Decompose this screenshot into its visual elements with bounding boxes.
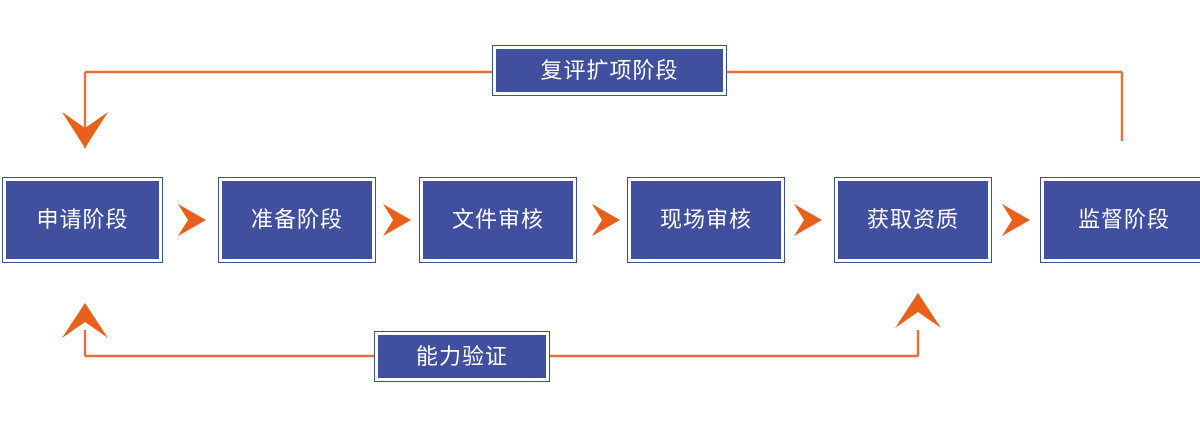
chevron-right-icon-3 xyxy=(592,204,620,236)
feedback-box-reassessment-label: 复评扩项阶段 xyxy=(540,57,679,83)
feedback-box-capability-verification-label: 能力验证 xyxy=(415,343,508,369)
arrow-up-icon-right xyxy=(895,293,941,328)
chevron-right-icon-4 xyxy=(794,204,822,236)
process-step-onsite-audit-label: 现场审核 xyxy=(659,207,752,232)
process-step-supervision-fill: 监督阶段 xyxy=(1044,181,1200,259)
process-step-document-review[interactable]: 文件审核 xyxy=(419,177,577,263)
process-step-supervision[interactable]: 监督阶段 xyxy=(1040,177,1200,263)
process-step-preparation-label: 准备阶段 xyxy=(250,207,343,232)
arrow-up-icon-left xyxy=(62,303,108,338)
process-step-onsite-audit-fill: 现场审核 xyxy=(631,181,781,259)
feedback-box-capability-verification[interactable]: 能力验证 xyxy=(374,331,550,382)
process-step-qualification-fill: 获取资质 xyxy=(838,181,988,259)
arrow-down-icon xyxy=(62,112,108,148)
feedback-box-capability-verification-fill: 能力验证 xyxy=(378,335,546,378)
feedback-box-reassessment-fill: 复评扩项阶段 xyxy=(496,49,723,92)
process-step-preparation-fill: 准备阶段 xyxy=(222,181,372,259)
process-step-preparation[interactable]: 准备阶段 xyxy=(218,177,376,263)
chevron-right-icon-1 xyxy=(178,204,206,236)
process-step-document-review-fill: 文件审核 xyxy=(423,181,573,259)
process-step-qualification[interactable]: 获取资质 xyxy=(834,177,992,263)
chevron-right-icon-5 xyxy=(1002,204,1030,236)
process-step-application-fill: 申请阶段 xyxy=(6,181,159,259)
process-step-application-label: 申请阶段 xyxy=(36,207,129,232)
chevron-right-icon-2 xyxy=(383,204,411,236)
feedback-box-reassessment[interactable]: 复评扩项阶段 xyxy=(492,45,727,96)
process-step-onsite-audit[interactable]: 现场审核 xyxy=(627,177,785,263)
process-step-application[interactable]: 申请阶段 xyxy=(2,177,163,263)
process-step-qualification-label: 获取资质 xyxy=(866,207,959,232)
process-step-document-review-label: 文件审核 xyxy=(451,207,544,232)
process-step-supervision-label: 监督阶段 xyxy=(1077,207,1170,232)
